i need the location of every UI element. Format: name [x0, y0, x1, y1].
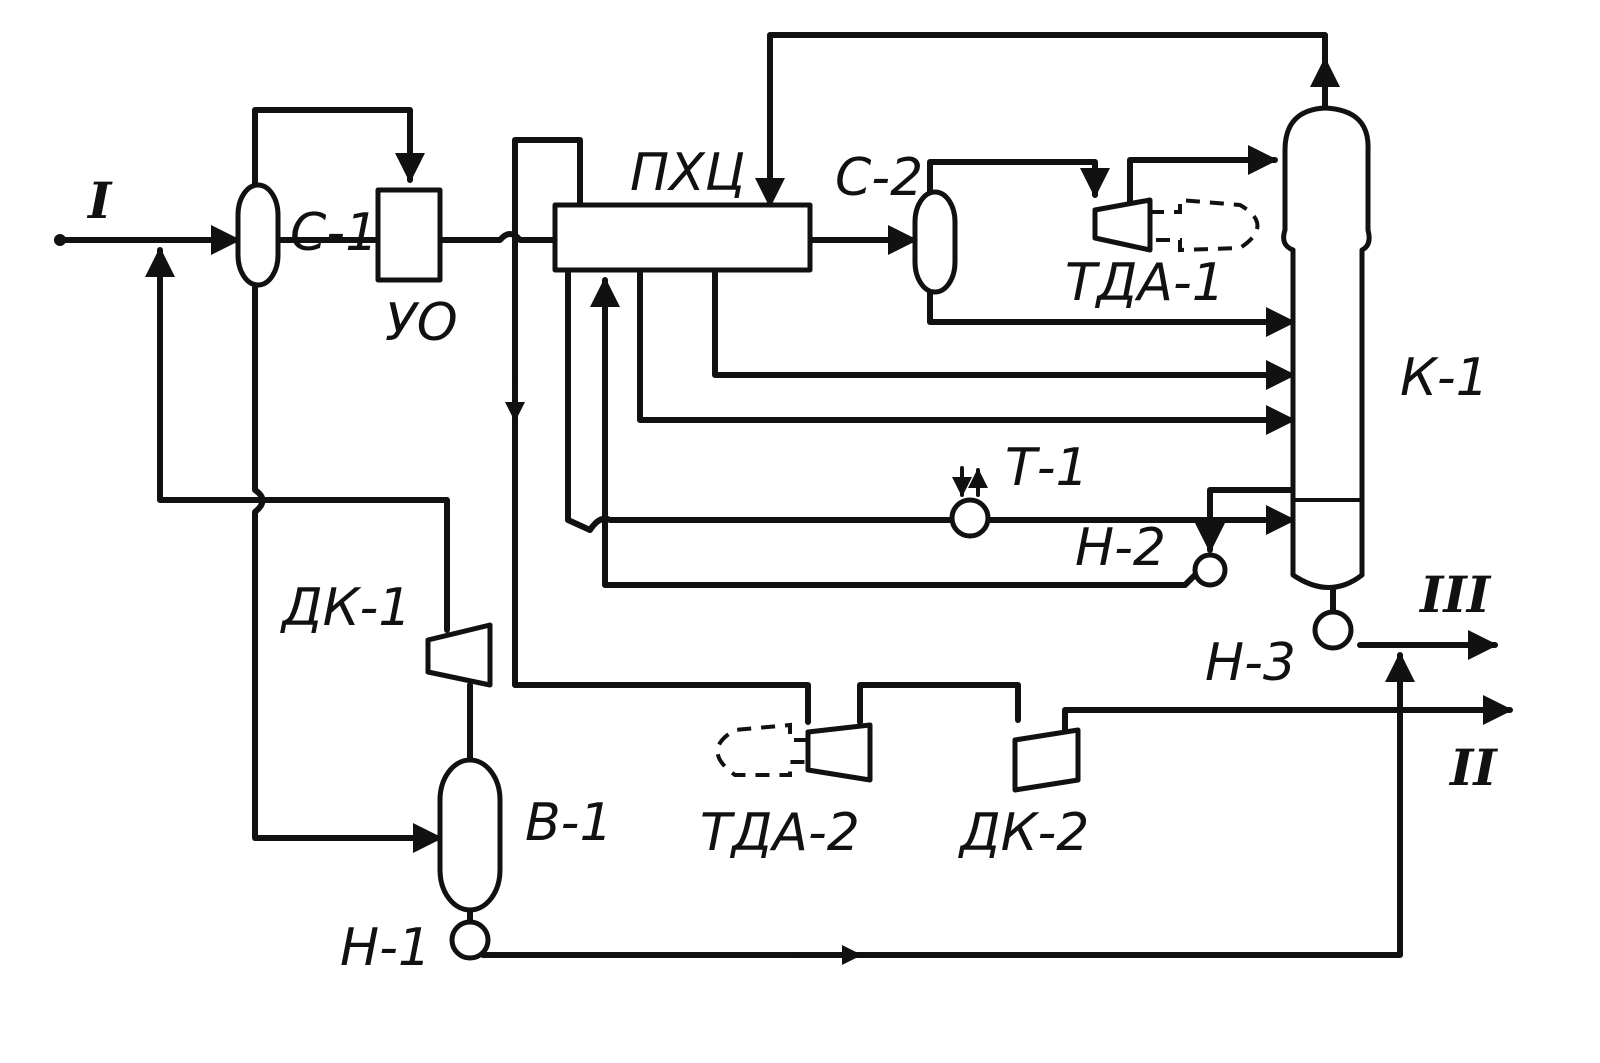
- tda2-to-dk2-line: [857, 682, 1021, 725]
- exchanger-t1: [949, 497, 991, 539]
- phc-draw-2-line: [637, 267, 1296, 435]
- label-n1: Н-1: [340, 918, 431, 978]
- phc-bypass-top-line: [512, 137, 583, 243]
- label-n3: Н-3: [1205, 633, 1296, 693]
- phc-draw-1-line: [712, 267, 1296, 390]
- t1-circuit-line: [565, 267, 961, 533]
- separator-c2: [912, 189, 958, 295]
- pump-n3: [1312, 609, 1354, 651]
- n1-to-outlet-line: [480, 657, 1403, 958]
- label-dk1: ДК-1: [280, 578, 411, 638]
- label-tda1: ТДА-1: [1065, 253, 1225, 313]
- label-tda2: ТДА-2: [700, 803, 860, 863]
- vessel-b1: [437, 757, 503, 913]
- separator-c1: [235, 182, 281, 288]
- label-c1: С-1: [290, 203, 378, 263]
- expander-tda1-driver: [1150, 197, 1260, 253]
- pump-n1: [449, 919, 491, 961]
- block-phc: [552, 202, 813, 273]
- s2-bottom-to-k1-line: [927, 287, 1296, 337]
- unit-uo: [375, 187, 443, 283]
- dk2-to-stream-II-line: [1062, 695, 1513, 743]
- c1-top-to-uo-line: [252, 107, 425, 188]
- compressor-dk1: [425, 622, 493, 688]
- label-stream-III: III: [1418, 565, 1492, 624]
- dk1-recycle-line: [157, 252, 450, 633]
- label-dk2: ДК-2: [958, 803, 1089, 863]
- expander-tda2: [805, 722, 873, 783]
- compressor-dk2: [1012, 727, 1081, 793]
- label-b1: В-1: [525, 793, 613, 853]
- pump-n2: [1192, 552, 1228, 588]
- s2-to-tda1-line: [927, 159, 1110, 198]
- label-stream-I: I: [86, 171, 113, 230]
- label-phc: ПХЦ: [630, 143, 745, 203]
- label-k1: К-1: [1400, 348, 1489, 408]
- label-stream-II: II: [1448, 738, 1498, 797]
- label-n2: Н-2: [1075, 518, 1166, 578]
- label-uo: УО: [385, 293, 458, 353]
- expander-tda1: [1092, 197, 1153, 253]
- tda1-to-k1-line: [1127, 145, 1278, 208]
- c1-bottom-to-b1-line: [252, 282, 443, 853]
- column-k1: [1281, 105, 1372, 590]
- uo-to-phc-line: [437, 231, 558, 243]
- feed-inlet-dot: [54, 234, 66, 246]
- phc-down-to-tda2-line: [512, 237, 811, 725]
- expander-tda2-driver: [715, 722, 808, 777]
- label-t1: Т-1: [1005, 438, 1089, 498]
- label-c2: С-2: [835, 148, 923, 208]
